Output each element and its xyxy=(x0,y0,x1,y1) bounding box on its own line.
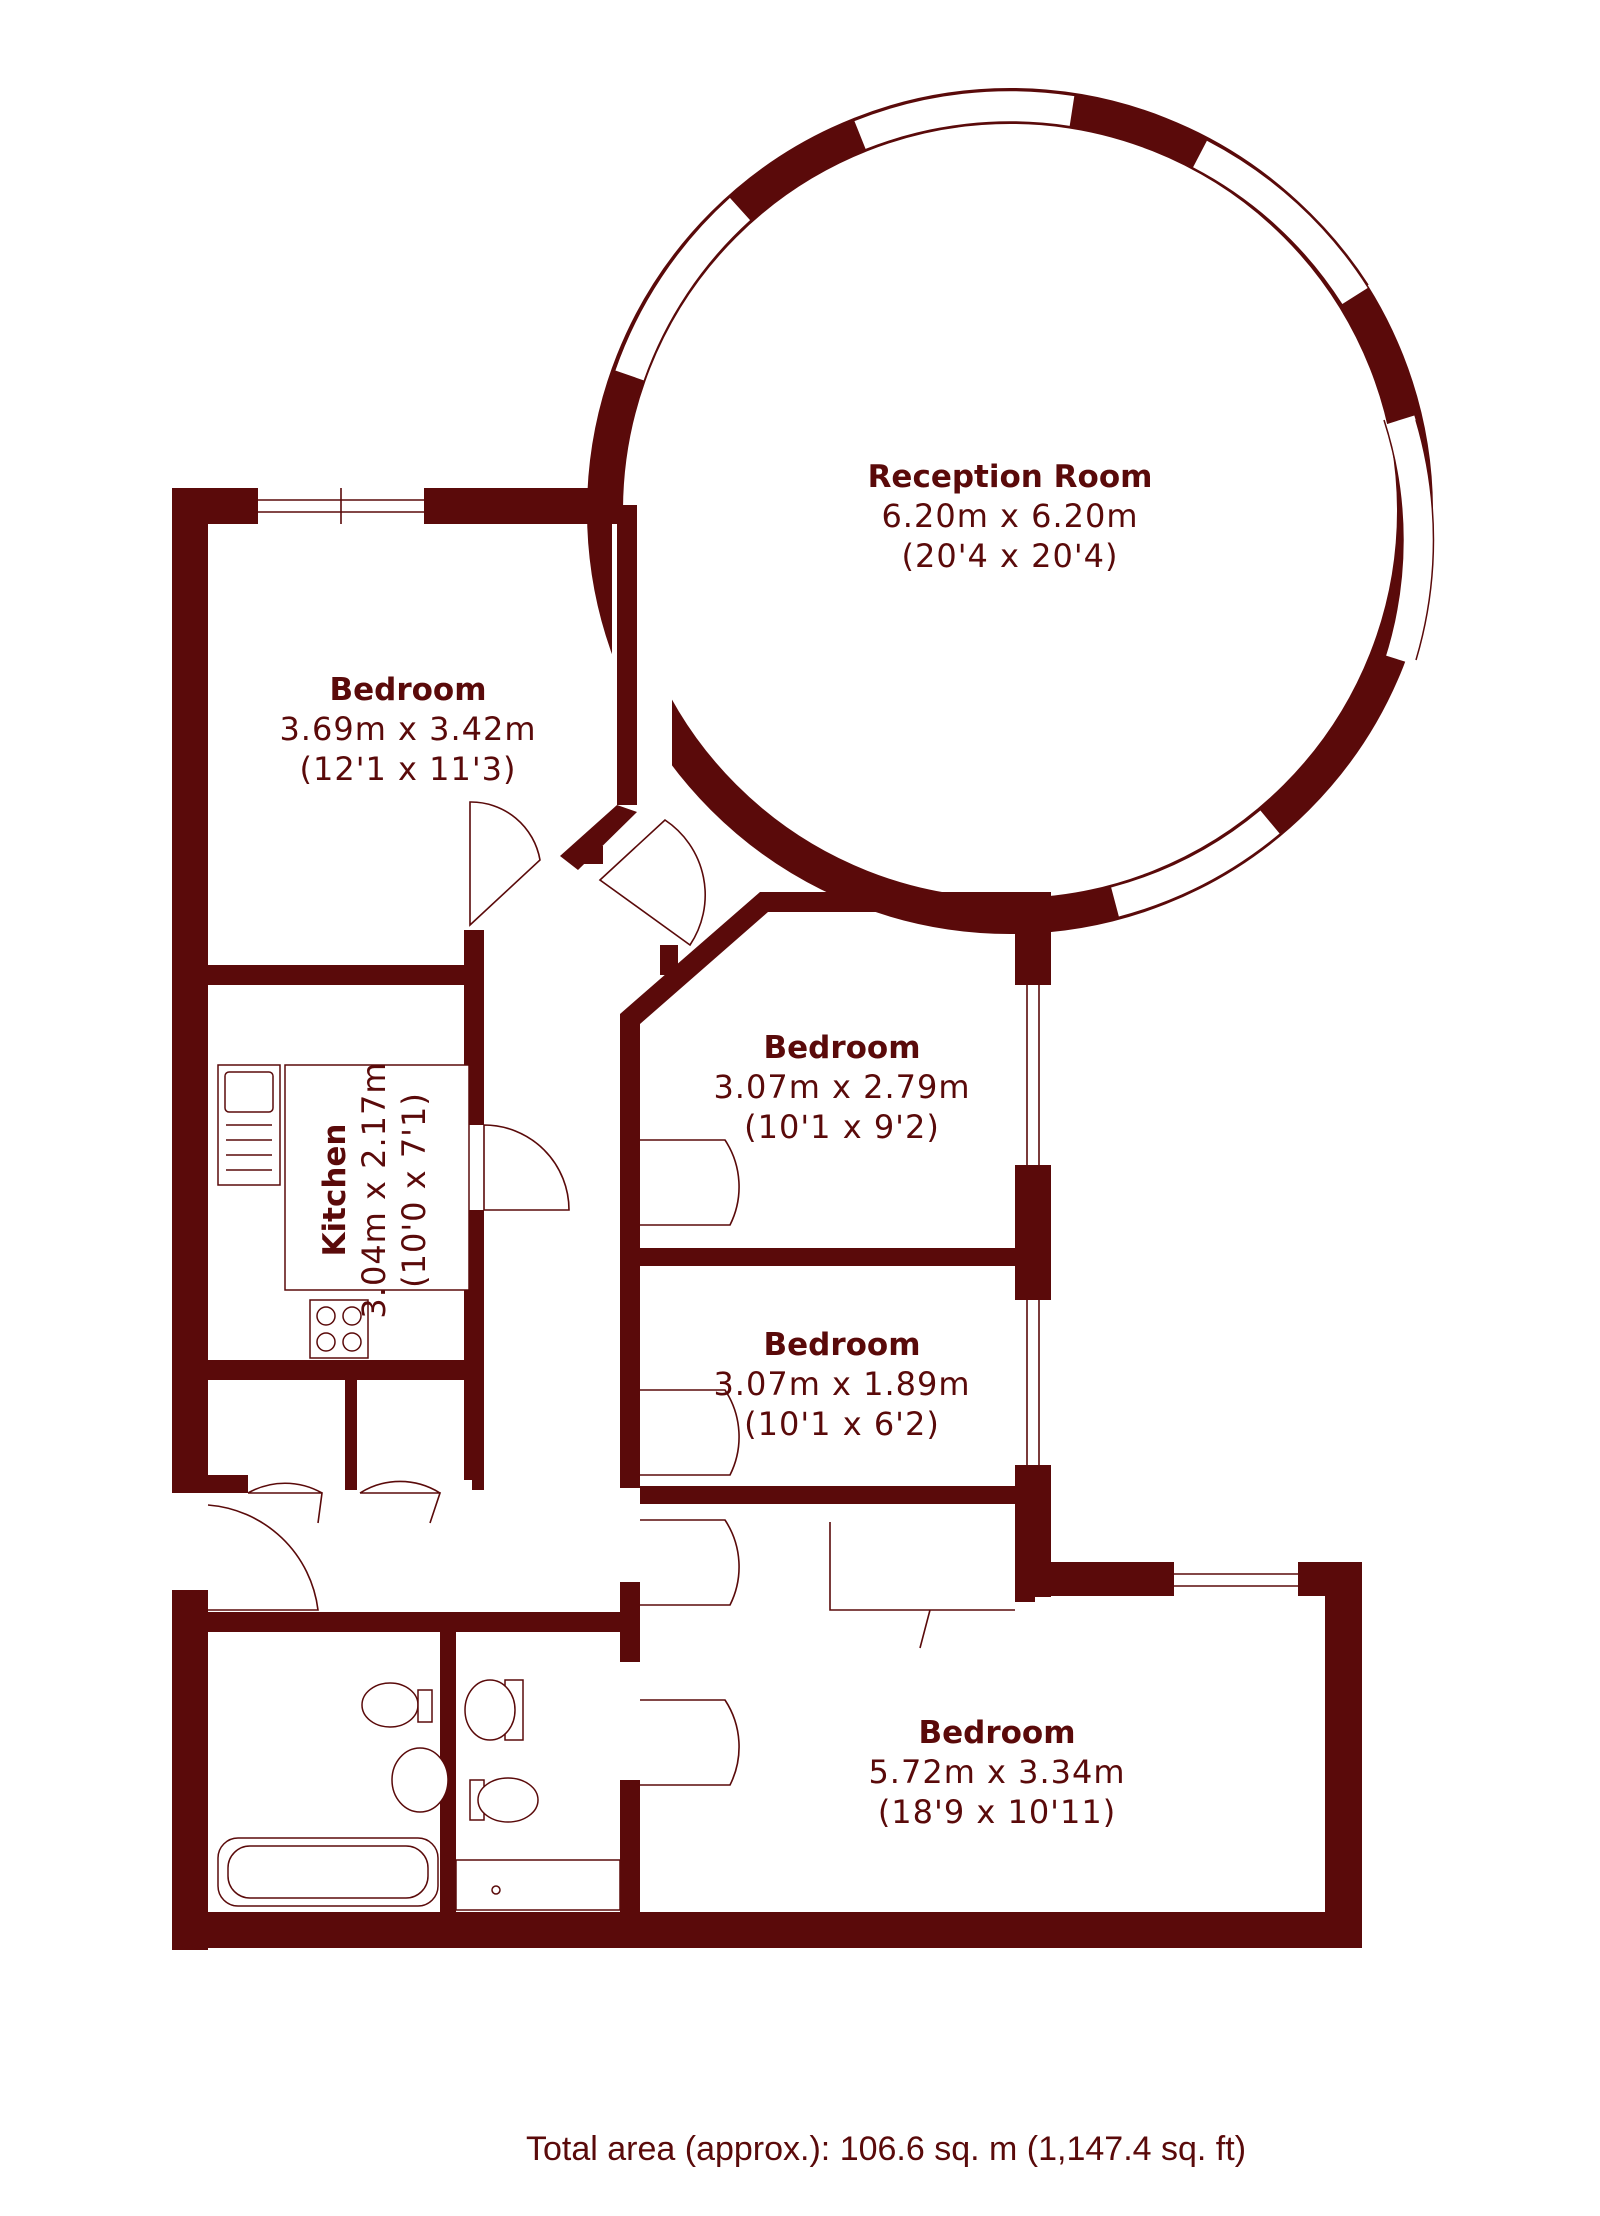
bedroom4-imperial: (18'9 x 10'11) xyxy=(878,1793,1116,1831)
bathroom-fixtures xyxy=(217,1679,621,1911)
bedroom3-metric: 3.07m x 1.89m xyxy=(713,1365,970,1403)
interior-walls xyxy=(172,846,1051,1930)
kitchen-metric: 3.04m x 2.17m xyxy=(355,1061,393,1318)
reception-imperial: (20'4 x 20'4) xyxy=(902,537,1119,575)
room-label-kitchen: Kitchen 3.04m x 2.17m (10'0 x 7'1) xyxy=(317,1061,433,1318)
bedroom3-name: Bedroom xyxy=(763,1327,920,1363)
bedroom2-name: Bedroom xyxy=(763,1030,920,1066)
total-area: Total area (approx.): 106.6 sq. m (1,147… xyxy=(526,2130,1246,2168)
kitchen-fixtures xyxy=(217,1064,470,1359)
reception-metric: 6.20m x 6.20m xyxy=(881,497,1138,535)
bedroom4-metric: 5.72m x 3.34m xyxy=(868,1753,1125,1791)
reception-name: Reception Room xyxy=(868,459,1153,495)
bedroom4-name: Bedroom xyxy=(918,1715,1075,1751)
room-label-bedroom2: Bedroom 3.07m x 2.79m (10'1 x 9'2) xyxy=(713,1030,970,1146)
room-label-bedroom3: Bedroom 3.07m x 1.89m (10'1 x 6'2) xyxy=(713,1327,970,1443)
bedroom2-metric: 3.07m x 2.79m xyxy=(713,1068,970,1106)
bedroom2-imperial: (10'1 x 9'2) xyxy=(744,1108,940,1146)
bedroom1-metric: 3.69m x 3.42m xyxy=(279,710,536,748)
bedroom1-name: Bedroom xyxy=(329,672,486,708)
room-label-reception: Reception Room 6.20m x 6.20m (20'4 x 20'… xyxy=(868,459,1153,575)
bedroom3-imperial: (10'1 x 6'2) xyxy=(744,1405,940,1443)
kitchen-imperial: (10'0 x 7'1) xyxy=(395,1092,433,1288)
windows xyxy=(258,488,1298,1596)
kitchen-name: Kitchen xyxy=(317,1123,353,1256)
room-label-bedroom1: Bedroom 3.69m x 3.42m (12'1 x 11'3) xyxy=(279,672,536,788)
bedroom1-imperial: (12'1 x 11'3) xyxy=(300,750,517,788)
room-label-bedroom4: Bedroom 5.72m x 3.34m (18'9 x 10'11) xyxy=(868,1715,1125,1831)
doors xyxy=(207,801,1015,1786)
